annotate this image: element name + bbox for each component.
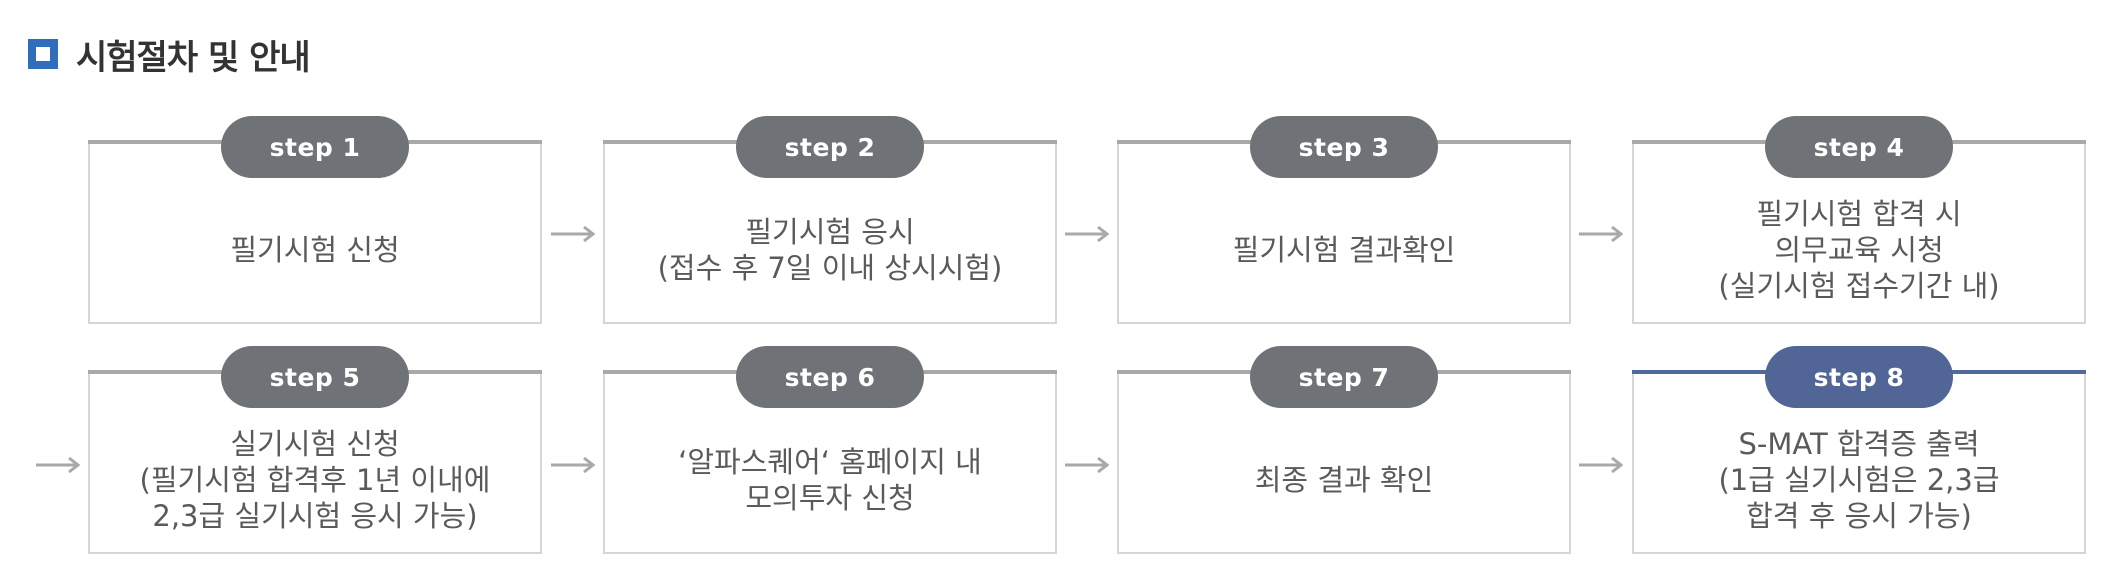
step-badge-4: step 4 bbox=[1765, 116, 1953, 178]
right-arrow-icon bbox=[1065, 224, 1109, 244]
step-card-8: step 8 S-MAT 합격증 출력 (1급 실기시험은 2,3급 합격 후 … bbox=[1632, 346, 2086, 554]
step-badge-5: step 5 bbox=[221, 346, 409, 408]
step-description-5: 실기시험 신청 (필기시험 합격후 1년 이내에 2,3급 실기시험 응시 가능… bbox=[139, 427, 491, 533]
step-card-1: step 1 필기시험 신청 bbox=[88, 116, 542, 324]
step-description-1: 필기시험 신청 bbox=[230, 233, 400, 267]
step-description-6: ‘알파스퀘어‘ 홈페이지 내 모의투자 신청 bbox=[678, 445, 982, 515]
step-card-3: step 3 필기시험 결과확인 bbox=[1117, 116, 1571, 324]
square-bullet-icon bbox=[28, 39, 58, 69]
step-badge-3: step 3 bbox=[1250, 116, 1438, 178]
step-description-3: 필기시험 결과확인 bbox=[1232, 233, 1456, 267]
step-description-7: 최종 결과 확인 bbox=[1254, 463, 1434, 497]
step-card-7: step 7 최종 결과 확인 bbox=[1117, 346, 1571, 554]
step-badge-8: step 8 bbox=[1765, 346, 1953, 408]
step-badge-1: step 1 bbox=[221, 116, 409, 178]
step-description-4: 필기시험 합격 시 의무교육 시청 (실기시험 접수기간 내) bbox=[1718, 197, 2000, 303]
section-header: 시험절차 및 안내 bbox=[28, 28, 311, 80]
right-arrow-icon bbox=[1579, 455, 1623, 475]
step-badge-2: step 2 bbox=[736, 116, 924, 178]
right-arrow-icon bbox=[1579, 224, 1623, 244]
right-arrow-icon bbox=[36, 455, 80, 475]
step-badge-7: step 7 bbox=[1250, 346, 1438, 408]
right-arrow-icon bbox=[551, 455, 595, 475]
step-card-2: step 2 필기시험 응시 (접수 후 7일 이내 상시시험) bbox=[603, 116, 1057, 324]
right-arrow-icon bbox=[1065, 455, 1109, 475]
step-card-6: step 6 ‘알파스퀘어‘ 홈페이지 내 모의투자 신청 bbox=[603, 346, 1057, 554]
step-card-5: step 5 실기시험 신청 (필기시험 합격후 1년 이내에 2,3급 실기시… bbox=[88, 346, 542, 554]
step-description-8: S-MAT 합격증 출력 (1급 실기시험은 2,3급 합격 후 응시 가능) bbox=[1718, 427, 2000, 533]
right-arrow-icon bbox=[551, 224, 595, 244]
page-title: 시험절차 및 안내 bbox=[76, 37, 311, 78]
step-badge-6: step 6 bbox=[736, 346, 924, 408]
step-description-2: 필기시험 응시 (접수 후 7일 이내 상시시험) bbox=[657, 215, 1003, 285]
step-card-4: step 4 필기시험 합격 시 의무교육 시청 (실기시험 접수기간 내) bbox=[1632, 116, 2086, 324]
